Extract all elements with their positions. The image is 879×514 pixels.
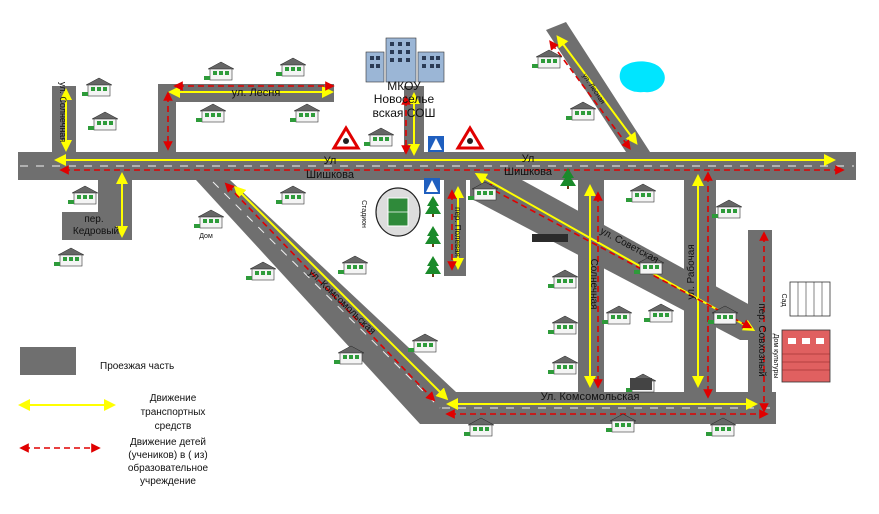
house-icon bbox=[547, 269, 579, 289]
label-shishkova-3: Ул bbox=[522, 153, 535, 165]
house-icon bbox=[289, 103, 321, 123]
pedestrian-crossing-sign-icon bbox=[428, 136, 444, 152]
label-kedroviy-1: пер. bbox=[84, 214, 103, 225]
label-solnechnaya: ул. Солнечная bbox=[58, 82, 68, 142]
legend-children-label: Движение детей (учеников) в ( из) образо… bbox=[127, 437, 209, 487]
pedestrian-crossing-sign-icon bbox=[424, 178, 440, 194]
road-lesnaya bbox=[158, 84, 334, 152]
stadium-icon bbox=[375, 187, 421, 237]
bus-icon bbox=[532, 234, 568, 242]
label-rabochaya: ул. Рабочая bbox=[685, 244, 697, 299]
label-kedroviy-2: Кедровый bbox=[73, 226, 119, 237]
school-label-1: МКОУ bbox=[387, 79, 421, 93]
house-icon bbox=[81, 77, 113, 97]
house-icon bbox=[601, 305, 633, 325]
house-icon bbox=[565, 101, 597, 121]
house-of-culture-icon bbox=[781, 329, 831, 383]
label-shishkova-1: Ул bbox=[324, 155, 337, 167]
house-icon bbox=[337, 255, 369, 275]
school-building-icon bbox=[365, 37, 445, 83]
house-icon bbox=[625, 183, 657, 203]
label-shishkova-4: Шишкова bbox=[504, 166, 553, 178]
road-kedroviy bbox=[62, 180, 132, 240]
school-label-2: Новоселье bbox=[374, 92, 435, 106]
house-icon bbox=[193, 209, 225, 229]
label-kultury: Дом культуры bbox=[772, 334, 779, 379]
children-arrows bbox=[59, 40, 845, 419]
house-icon bbox=[195, 103, 227, 123]
house-icon bbox=[87, 111, 119, 131]
house-icon bbox=[547, 355, 579, 375]
house-icon bbox=[245, 261, 277, 281]
house-icon bbox=[711, 199, 743, 219]
label-shishkova-2: Шишкова bbox=[306, 169, 355, 181]
stadium-label: Стадион bbox=[360, 200, 367, 228]
label-lesnaya: ул. Лесня bbox=[232, 87, 281, 99]
label-solnechnaya-2: Солнечная bbox=[588, 259, 599, 310]
house-icon bbox=[643, 303, 675, 323]
children-warning-sign-icon bbox=[455, 125, 485, 150]
legend-road-swatch bbox=[20, 347, 76, 375]
house-icon bbox=[363, 127, 395, 147]
house-icon bbox=[53, 247, 85, 267]
legend-vehicles-label: Движение транспортных средств bbox=[140, 393, 206, 432]
house-icon bbox=[275, 185, 307, 205]
children-warning-sign-icon bbox=[331, 125, 361, 150]
house-icon bbox=[67, 185, 99, 205]
house-icon bbox=[203, 61, 235, 81]
label-dom: Дом bbox=[199, 233, 213, 240]
pond-icon bbox=[619, 61, 665, 93]
school-label-3: вская СОШ bbox=[373, 106, 436, 120]
label-komsomolskaya-bottom: Ул. Комсомольская bbox=[541, 391, 640, 403]
legend-road-label: Проезжая часть bbox=[100, 361, 175, 372]
label-sad: Сад bbox=[780, 293, 787, 306]
label-polevaya: пер. Полевая bbox=[453, 207, 462, 257]
house-icon bbox=[275, 57, 307, 77]
label-sovkhozniy: пер. Совхозный bbox=[756, 303, 767, 376]
garage-icon bbox=[630, 378, 652, 390]
house-icon bbox=[547, 315, 579, 335]
kindergarten-icon bbox=[789, 281, 831, 317]
house-icon bbox=[407, 333, 439, 353]
